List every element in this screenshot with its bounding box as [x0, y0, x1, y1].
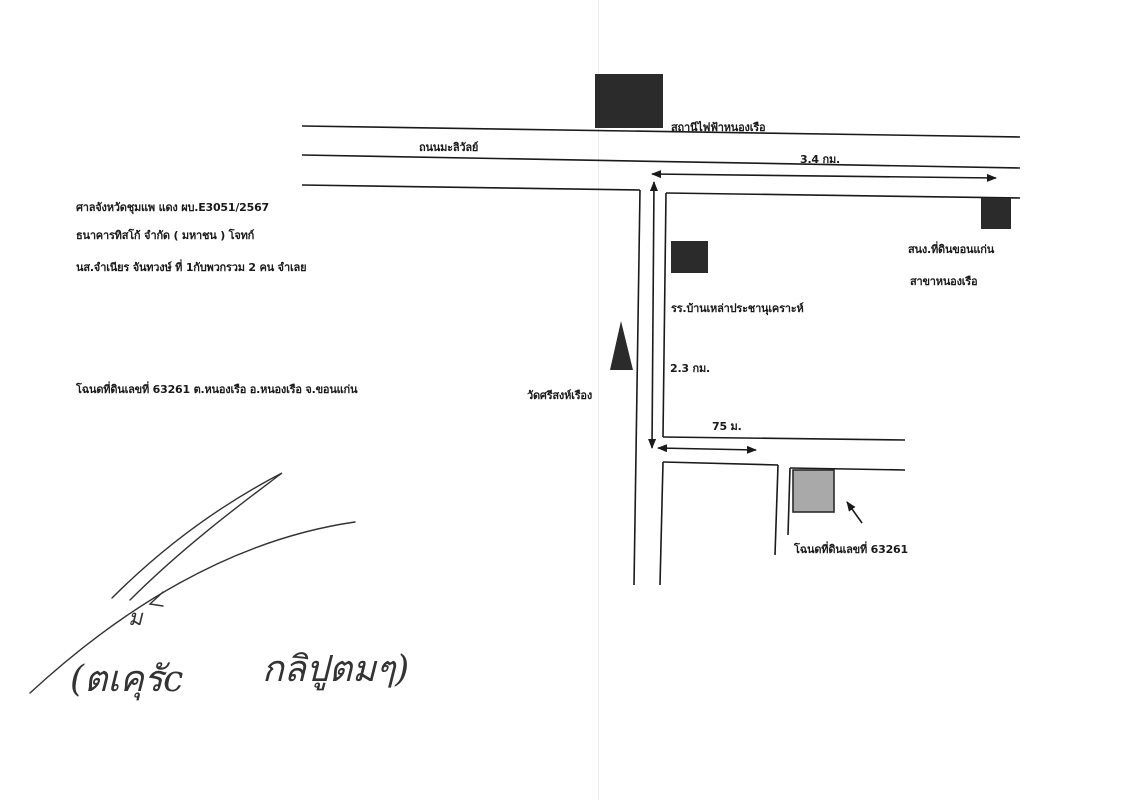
land-office-marker	[981, 198, 1011, 229]
deed-line: โฉนดที่ดินเลขที่ 63261 ต.หนองเรือ อ.หนอง…	[76, 383, 358, 396]
side-road	[633, 189, 906, 586]
land-office-label-line2: สาขาหนองเรือ	[910, 275, 978, 288]
page-crease	[598, 0, 599, 800]
distance-arrows	[648, 170, 997, 524]
target-parcel-label: โฉนดที่ดินเลขที่ 63261	[794, 543, 908, 556]
distance-main-label: 3.4 กม.	[800, 153, 841, 166]
power-station-marker	[595, 74, 663, 128]
target-parcel-marker	[792, 469, 835, 513]
arrow-side-distance	[648, 181, 658, 449]
signature-strokes	[29, 472, 356, 694]
main-road	[301, 125, 1021, 199]
signature-name-right: กลิปูตมๆ)	[262, 649, 410, 690]
temple-label: วัดศรีสงห์เรือง	[527, 389, 592, 402]
signature-name-left: (ตเคุรัc	[70, 659, 184, 700]
temple-marker	[610, 321, 633, 370]
arrow-pointer	[846, 501, 863, 524]
distance-short-label: 75 ม.	[712, 420, 742, 433]
defendant-line: นส.จำเนียร จันทวงษ์ ที่ 1กับพวกรวม 2 คน …	[76, 261, 307, 274]
school-label: รร.บ้านเหล่าประชานุเคราะห์	[671, 302, 804, 315]
road-name-label: ถนนมะลิวัลย์	[419, 141, 479, 154]
distance-side-label: 2.3 กม.	[670, 362, 711, 375]
plaintiff-line: ธนาคารทิสโก้ จำกัด ( มหาชน ) โจทก์	[76, 229, 255, 242]
arrow-main-distance	[651, 170, 997, 182]
signature-top-mark: ม	[128, 606, 143, 631]
school-marker	[671, 241, 708, 273]
land-office-label-line1: สนง.ที่ดินขอนแก่น	[908, 243, 995, 256]
arrow-short-distance	[657, 444, 757, 454]
court-case-line: ศาลจังหวัดชุมแพ แดง ผบ.E3051/2567	[76, 201, 269, 214]
power-station-label: สถานีไฟฟ้าหนองเรือ	[671, 121, 766, 134]
